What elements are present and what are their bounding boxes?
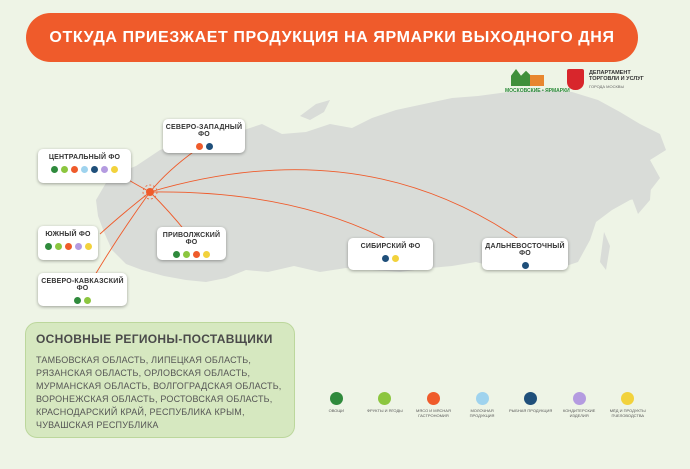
kremlin-icon	[511, 69, 531, 86]
product-icons	[38, 243, 98, 250]
legend-label: КОНДИТЕРСКИЕ ИЗДЕЛИЯ	[562, 408, 596, 418]
fruits-icon	[378, 392, 392, 405]
confectionery-icon	[572, 392, 586, 405]
fish-icon	[524, 392, 538, 405]
routes	[91, 149, 521, 281]
meat-icon	[426, 392, 440, 405]
dairy-icon	[81, 166, 88, 173]
honey-icon	[203, 251, 210, 258]
moscow-marker	[146, 188, 154, 196]
legend-label: ОВОЩИ	[328, 408, 344, 413]
district-name: СИБИРСКИЙ ФО	[360, 243, 421, 250]
legend-label: РЫБНАЯ ПРОДУКЦИЯ	[508, 408, 553, 413]
meat-icon	[64, 243, 72, 250]
fruits-icon	[84, 297, 91, 304]
dairy-icon	[475, 392, 489, 405]
confectionery-icon	[74, 243, 82, 250]
legend-label: МЁД И ПРОДУКТЫ ПЧЕЛОВОДСТВА	[609, 408, 646, 418]
honey-icon	[111, 166, 118, 173]
vegetables-icon	[51, 166, 58, 173]
route-fe	[149, 169, 521, 241]
page-title: ОТКУДА ПРИЕЗЖАЕТ ПРОДУКЦИЯ НА ЯРМАРКИ ВЫ…	[26, 13, 638, 62]
product-icons	[163, 143, 245, 150]
legend-item-fruits: ФРУКТЫ И ЯГОДЫ	[361, 388, 410, 436]
route-south	[99, 191, 151, 235]
product-icons	[38, 166, 131, 173]
district-card-fe: ДАЛЬНЕВОСТОЧНЫЙ ФО	[482, 238, 568, 270]
fruits-icon	[54, 243, 62, 250]
moscow-fairs-logo: МОСКОВСКИЕ • ЯРМАРКИ	[505, 67, 570, 95]
district-card-south: ЮЖНЫЙ ФО	[38, 226, 98, 260]
island-sakhalin	[600, 232, 610, 270]
route-nk	[91, 191, 151, 281]
meat-icon	[71, 166, 78, 173]
vegetables-icon	[74, 297, 81, 304]
legend-label: ФРУКТЫ И ЯГОДЫ	[367, 408, 403, 413]
vegetables-icon	[329, 392, 343, 405]
honey-icon	[392, 255, 399, 262]
fairs-logo-text: МОСКОВСКИЕ • ЯРМАРКИ	[505, 88, 570, 94]
product-icons	[482, 262, 568, 269]
legend-item-meat: МЯСО И МЯСНАЯ ГАСТРОНОМИЯ	[409, 388, 458, 436]
district-name: СЕВЕРО-ЗАПАДНЫЙ ФО	[165, 124, 243, 138]
vegetables-icon	[44, 243, 52, 250]
route-nw	[149, 149, 197, 193]
district-name: ЦЕНТРАЛЬНЫЙ ФО	[48, 154, 121, 161]
kamchatka	[632, 168, 652, 214]
legend-item-dairy: МОЛОЧНАЯ ПРОДУКЦИЯ	[458, 388, 507, 436]
district-name: ЮЖНЫЙ ФО	[45, 231, 91, 238]
island-north	[300, 100, 330, 120]
honey-icon	[621, 392, 635, 405]
regions-list: ТАМБОВСКАЯ ОБЛАСТЬ, ЛИПЕЦКАЯ ОБЛАСТЬ, РЯ…	[36, 355, 282, 430]
fish-icon	[382, 255, 389, 262]
district-card-nw: СЕВЕРО-ЗАПАДНЫЙ ФО	[163, 119, 245, 153]
legend-item-vegetables: ОВОЩИ	[312, 388, 361, 436]
honey-icon	[84, 243, 92, 250]
moscow-coat-of-arms-icon	[567, 69, 584, 90]
district-name: СЕВЕРО-КАВКАЗСКИЙ ФО	[41, 278, 124, 292]
dept-line2: ТОРГОВЛИ И УСЛУГ	[589, 76, 644, 82]
fruits-icon	[183, 251, 190, 258]
district-card-nk: СЕВЕРО-КАВКАЗСКИЙ ФО	[38, 273, 127, 306]
product-icons	[157, 251, 226, 258]
dept-line3: ГОРОДА МОСКВЫ	[589, 84, 625, 89]
product-legend: ОВОЩИ ФРУКТЫ И ЯГОДЫ МЯСО И МЯСНАЯ ГАСТРОН…	[312, 388, 652, 436]
district-name: ПРИВОЛЖСКИЙ ФО	[162, 232, 221, 246]
confectionery-icon	[101, 166, 108, 173]
legend-item-honey: МЁД И ПРОДУКТЫ ПЧЕЛОВОДСТВА	[603, 388, 652, 436]
fish-icon	[521, 262, 529, 269]
district-card-central: ЦЕНТРАЛЬНЫЙ ФО	[38, 149, 131, 183]
route-siberia	[149, 191, 389, 241]
meat-icon	[193, 251, 200, 258]
vegetables-icon	[173, 251, 180, 258]
district-card-volga: ПРИВОЛЖСКИЙ ФО	[157, 227, 226, 260]
fish-icon	[91, 166, 98, 173]
district-name: ДАЛЬНЕВОСТОЧНЫЙ ФО	[485, 243, 565, 257]
legend-label: МОЛОЧНАЯ ПРОДУКЦИЯ	[469, 408, 495, 418]
fish-icon	[205, 143, 213, 150]
meat-icon	[195, 143, 203, 150]
dept-line1: ДЕПАРТАМЕНТ	[589, 70, 631, 76]
product-icons	[348, 255, 433, 262]
legend-label: МЯСО И МЯСНАЯ ГАСТРОНОМИЯ	[416, 408, 451, 418]
product-icons	[38, 297, 127, 304]
legend-item-confectionery: КОНДИТЕРСКИЕ ИЗДЕЛИЯ	[555, 388, 604, 436]
legend-item-fish: РЫБНАЯ ПРОДУКЦИЯ	[506, 388, 555, 436]
district-card-siberia: СИБИРСКИЙ ФО	[348, 238, 433, 270]
fruits-icon	[61, 166, 68, 173]
stall-icon	[530, 75, 544, 86]
supplier-regions-panel: ОСНОВНЫЕ РЕГИОНЫ-ПОСТАВЩИКИ ТАМБОВСКАЯ О…	[25, 322, 295, 438]
regions-heading: ОСНОВНЫЕ РЕГИОНЫ-ПОСТАВЩИКИ	[36, 332, 273, 346]
moscow-halo	[142, 184, 158, 200]
